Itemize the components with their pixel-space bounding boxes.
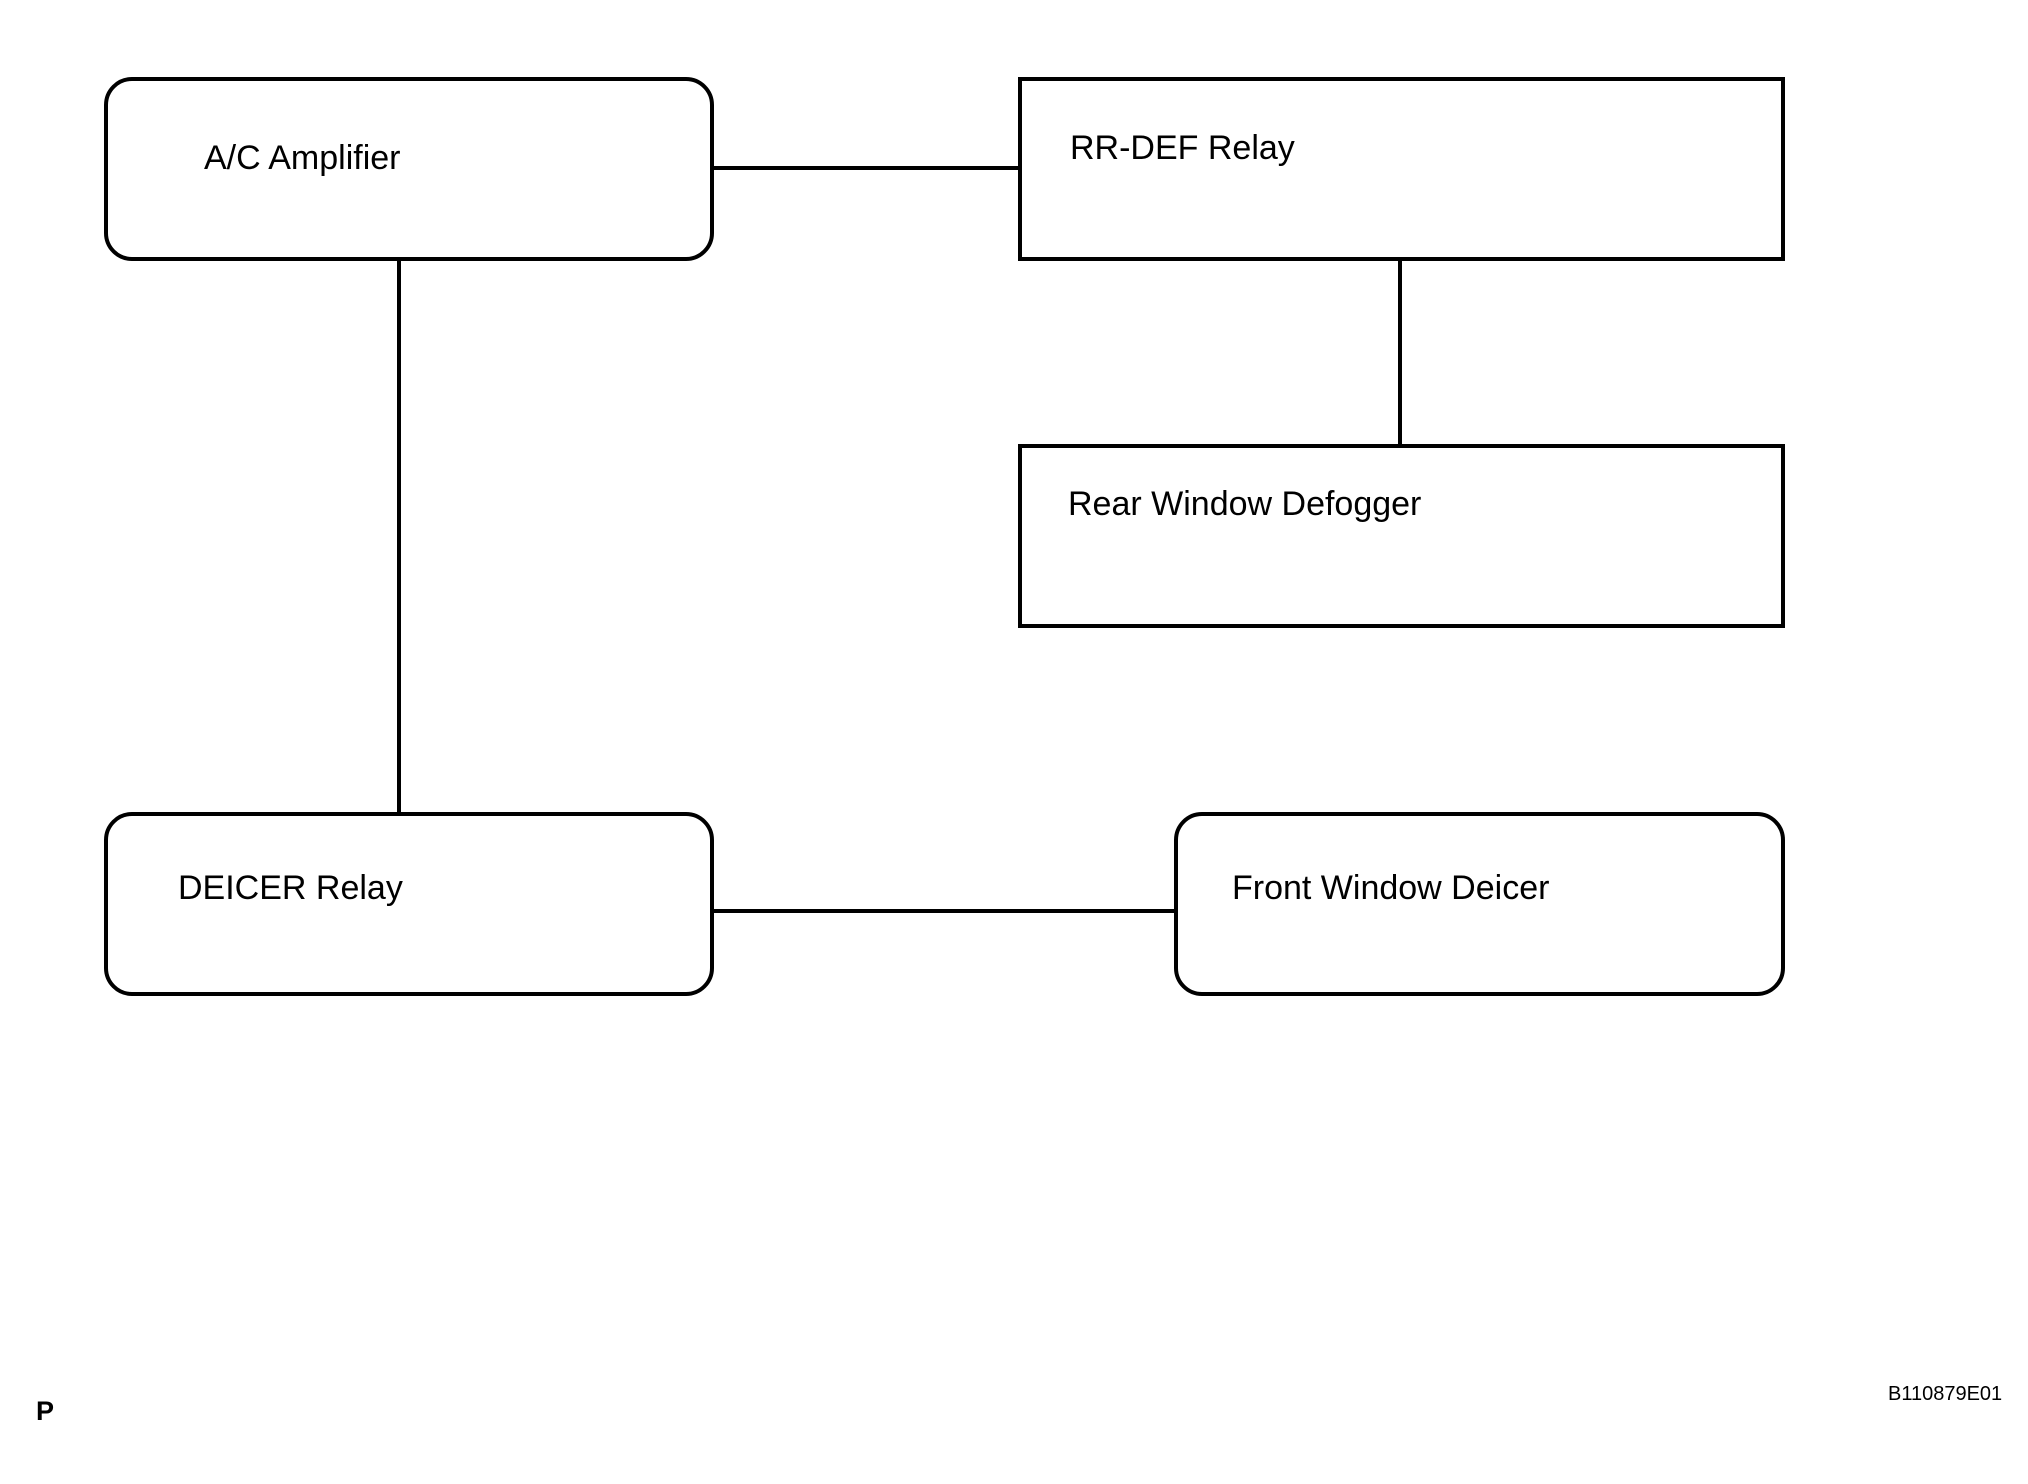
front-window-deicer-label: Front Window Deicer (1232, 869, 1550, 907)
rr-def-relay-box: RR-DEF Relay (1018, 77, 1785, 261)
deicer-relay-box: DEICER Relay (104, 812, 714, 996)
rear-window-defogger-box: Rear Window Defogger (1018, 444, 1785, 628)
front-window-deicer-box: Front Window Deicer (1174, 812, 1785, 996)
figure-code: B110879E01 (1888, 1383, 2003, 1405)
ac-amplifier-box: A/C Amplifier (104, 77, 714, 261)
ac-amplifier-label: A/C Amplifier (204, 139, 401, 177)
page-mark: P (36, 1396, 55, 1426)
deicer-relay-label: DEICER Relay (178, 869, 403, 907)
rr-def-relay-label: RR-DEF Relay (1070, 129, 1295, 167)
rear-window-defogger-label: Rear Window Defogger (1068, 485, 1422, 523)
